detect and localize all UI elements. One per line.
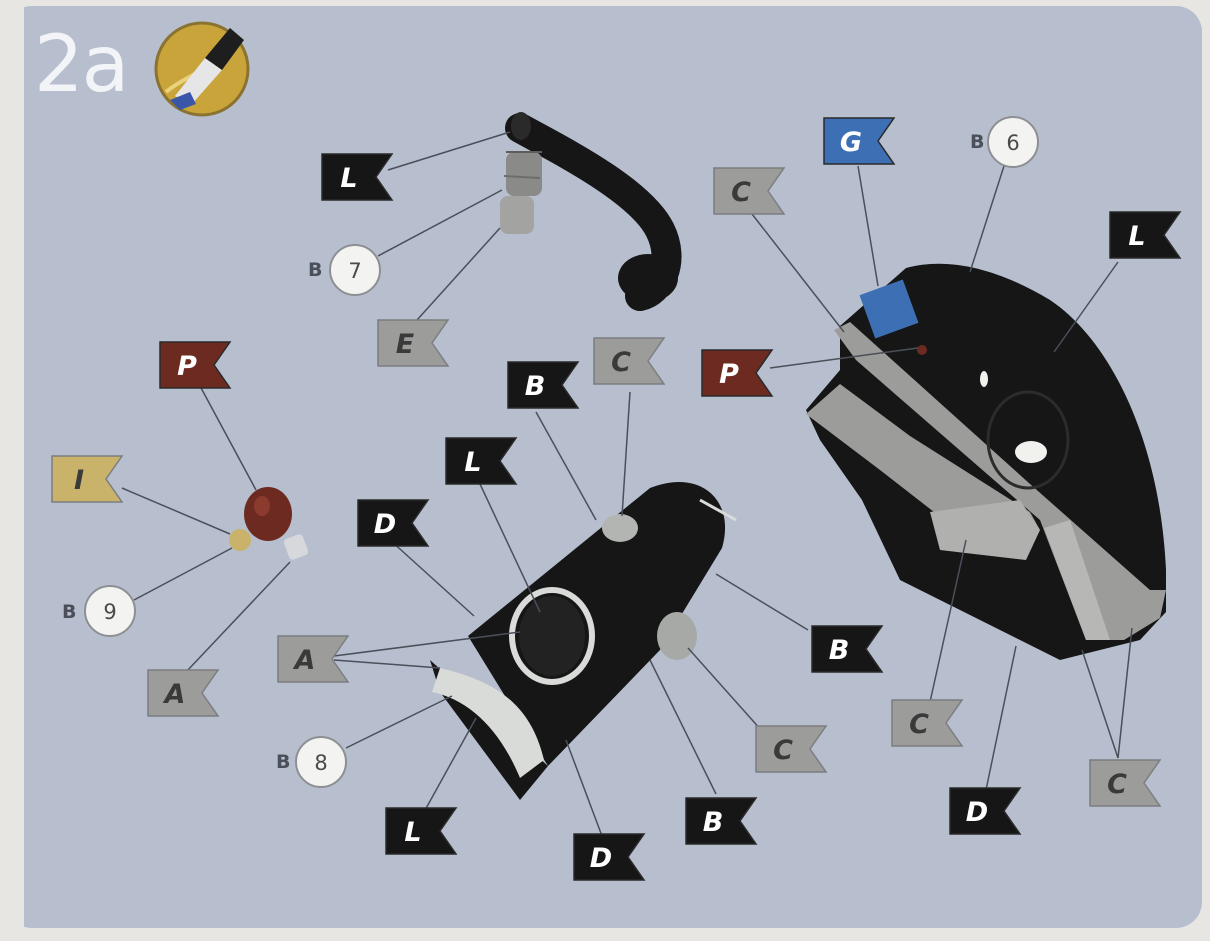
paint-flag-label: B (525, 371, 546, 402)
paint-brush-icon (156, 23, 248, 115)
part-number-label: 7 (348, 259, 361, 283)
part-prefix: B (308, 259, 322, 281)
paint-flag-label: A (163, 679, 186, 710)
paint-flag-label: L (1128, 221, 1145, 252)
paint-flag-label: L (404, 817, 421, 848)
paint-flag-label: L (464, 447, 481, 478)
paint-flag-label: C (731, 177, 751, 208)
part-number-label: 9 (103, 600, 116, 624)
paint-flag-label: L (340, 163, 357, 194)
paint-flag-label: B (703, 807, 724, 838)
paint-flag-label: C (611, 347, 631, 378)
paint-flag-label: D (966, 797, 988, 828)
part-prefix: B (276, 751, 290, 773)
paint-flag-label: A (293, 645, 316, 676)
paint-flag-label: G (840, 127, 862, 158)
part-prefix: B (62, 601, 76, 623)
paint-flag-label: D (374, 509, 396, 540)
paint-flag-label: C (909, 709, 929, 740)
part-prefix: B (970, 131, 984, 153)
step-number: 2a (34, 26, 127, 104)
paint-flag-label: E (396, 329, 415, 360)
paint-flag-label: P (177, 351, 197, 382)
part-number-label: 8 (314, 751, 327, 775)
paint-flag-label: P (719, 359, 739, 390)
paint-flag-label: C (1107, 769, 1127, 800)
panel-left-margin (0, 0, 24, 937)
paint-flag-label: I (74, 465, 84, 496)
paint-flag-label: D (590, 843, 612, 874)
paint-flag-label: B (829, 635, 850, 666)
paint-flag-label: C (773, 735, 793, 766)
part-number-label: 6 (1006, 131, 1019, 155)
